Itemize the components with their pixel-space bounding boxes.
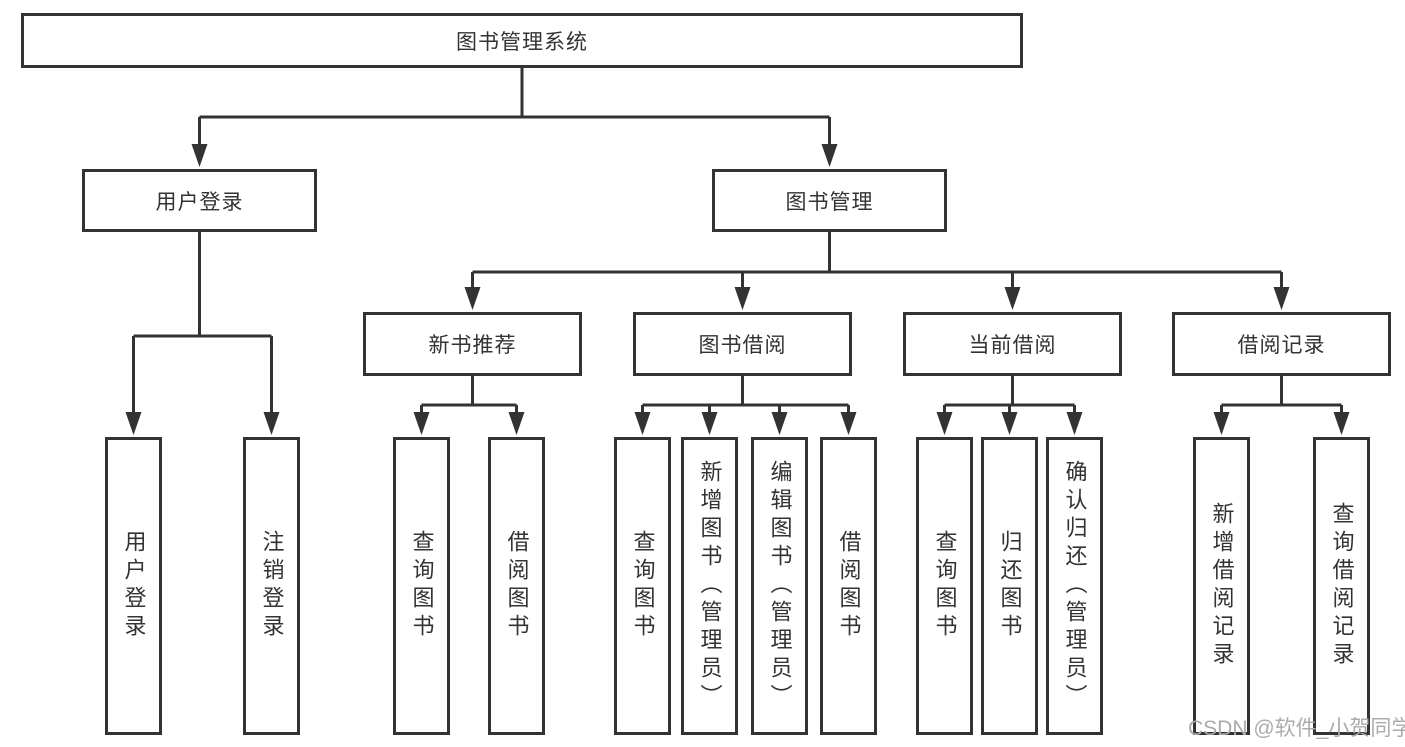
watermark: CSDN @软件_小贺同学 [1188,717,1405,740]
node-book-management-label: 图书管理 [785,190,874,214]
leaf-br-add-record: 新增借阅记录 [1193,437,1250,735]
leaf-bb-query-books-label: 查询图书 [630,530,656,642]
node-library-management-system: 图书管理系统 [21,13,1023,68]
leaf-br-query-record-label: 查询借阅记录 [1329,502,1355,670]
leaf-cb-return-books-label: 归还图书 [997,530,1023,642]
leaf-bb-add-books-admin: 新增图书（管理员） [681,437,738,735]
leaf-bb-add-books-admin-label: 新增图书（管理员） [697,460,723,712]
leaf-user-login: 用户登录 [105,437,162,735]
leaf-cb-return-books: 归还图书 [981,437,1038,735]
leaf-cb-confirm-return-admin: 确认归还（管理员） [1046,437,1103,735]
leaf-bb-query-books: 查询图书 [614,437,671,735]
leaf-cb-confirm-return-admin-label: 确认归还（管理员） [1062,460,1088,712]
node-borrow-records-label: 借阅记录 [1237,334,1326,357]
leaf-logout: 注销登录 [243,437,300,735]
node-new-book-recommend: 新书推荐 [363,312,582,376]
leaf-cb-query-books-label: 查询图书 [932,530,958,642]
leaf-nbr-borrow-books-label: 借阅图书 [504,530,530,642]
node-new-book-recommend-label: 新书推荐 [428,334,517,357]
leaf-logout-label: 注销登录 [259,530,285,642]
leaf-cb-query-books: 查询图书 [916,437,973,735]
node-library-management-system-label: 图书管理系统 [456,30,588,54]
leaf-br-query-record: 查询借阅记录 [1313,437,1370,735]
node-user-login: 用户登录 [82,169,317,232]
leaf-nbr-query-books-label: 查询图书 [409,530,435,642]
leaf-bb-edit-books-admin-label: 编辑图书（管理员） [767,460,793,712]
leaf-user-login-label: 用户登录 [121,530,147,642]
node-book-management: 图书管理 [712,169,947,232]
node-current-borrow: 当前借阅 [903,312,1122,376]
node-book-borrow-label: 图书借阅 [698,334,787,357]
leaf-bb-borrow-books-label: 借阅图书 [836,530,862,642]
leaf-nbr-query-books: 查询图书 [393,437,450,735]
leaf-bb-borrow-books: 借阅图书 [820,437,877,735]
node-book-borrow: 图书借阅 [633,312,852,376]
leaf-br-add-record-label: 新增借阅记录 [1209,502,1235,670]
node-borrow-records: 借阅记录 [1172,312,1391,376]
node-current-borrow-label: 当前借阅 [968,334,1057,357]
leaf-bb-edit-books-admin: 编辑图书（管理员） [751,437,808,735]
leaf-nbr-borrow-books: 借阅图书 [488,437,545,735]
node-user-login-label: 用户登录 [155,190,244,214]
